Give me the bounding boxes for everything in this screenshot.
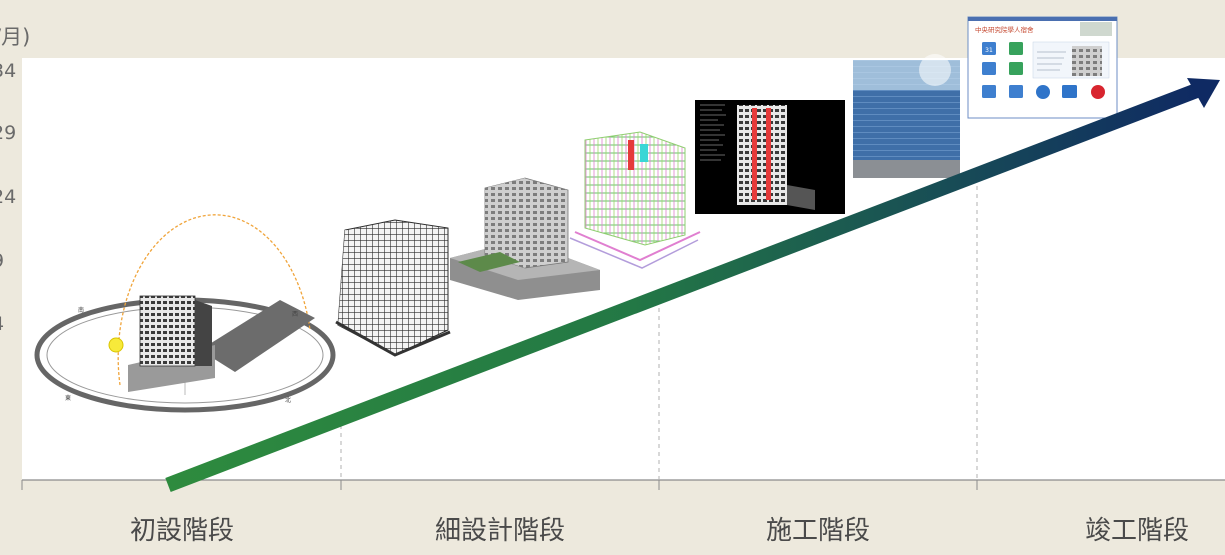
facility-app-window-image: 中央研究院學人宿舍 31 <box>967 16 1118 119</box>
stage-label-detailed-design: 細設計階段 <box>434 516 566 546</box>
compass-label-east: 東 <box>65 394 71 402</box>
y-tick-label: 29 <box>0 122 17 144</box>
info-tile-icon <box>1036 85 1050 99</box>
people-tile-icon <box>1009 85 1023 98</box>
compass-label-west: 西 <box>292 311 298 318</box>
y-axis-unit-label: /月) <box>0 25 31 49</box>
progress-arrow <box>165 82 1201 493</box>
progress-arrow-head <box>1187 78 1220 108</box>
stage-label-preliminary-design: 初設階段 <box>129 516 235 546</box>
stage-label-completion: 竣工階段 <box>1084 516 1190 546</box>
list-tile-icon <box>982 62 996 75</box>
app-window-title: 中央研究院學人宿舍 <box>975 25 1034 34</box>
building-tower <box>139 295 196 367</box>
compass-label-north: 北 <box>285 396 291 404</box>
structural-frame-image <box>335 219 451 357</box>
stage-label-construction: 施工階段 <box>765 516 871 546</box>
y-tick-label: 34 <box>0 60 17 82</box>
architectural-model-image <box>450 177 600 300</box>
phone-tile-icon <box>982 85 996 98</box>
y-tick-label: 4 <box>0 313 4 335</box>
contact-tile-icon <box>1009 42 1023 55</box>
y-tick-label: 9 <box>0 250 4 272</box>
calendar-tile-number: 31 <box>985 47 993 54</box>
mail-tile-icon <box>1062 85 1077 98</box>
sun-icon <box>108 337 124 353</box>
y-tick-label: 24 <box>0 186 17 208</box>
alert-tile-icon <box>1091 85 1105 99</box>
mep-model-image <box>569 131 701 269</box>
sun-study-model-image: 南 西 東 北 <box>34 214 336 413</box>
construction-site-photo <box>853 54 960 178</box>
building-shadow <box>200 300 315 372</box>
analysis-software-image <box>695 100 845 214</box>
building-tile-icon <box>1009 62 1023 75</box>
compass-label-south: 南 <box>78 306 84 314</box>
